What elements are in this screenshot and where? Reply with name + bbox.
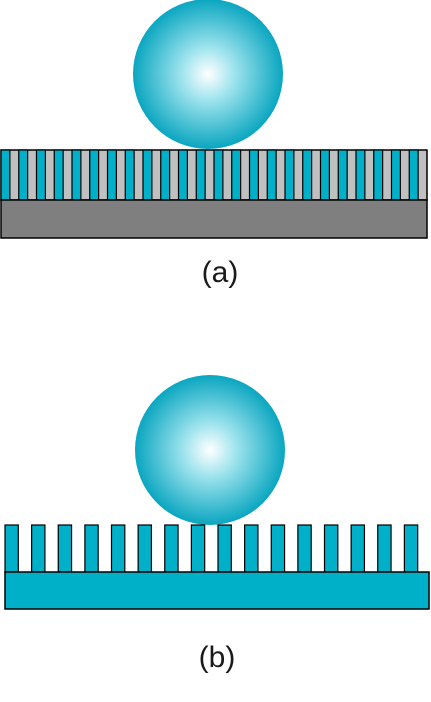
panel-b-pillar bbox=[297, 524, 312, 573]
panel-b-pillar bbox=[323, 524, 339, 573]
panel-a: (a) bbox=[0, 0, 428, 289]
panel-a-pillar bbox=[18, 149, 29, 201]
panel-b-pillar bbox=[164, 524, 179, 573]
panel-b-pillar bbox=[84, 524, 99, 573]
panel-b-pillar bbox=[31, 524, 46, 573]
panel-a-pillar bbox=[177, 149, 188, 201]
panel-b-pillar bbox=[110, 524, 126, 573]
panel-b-pillar bbox=[270, 524, 286, 573]
panel-a-pillar bbox=[35, 149, 46, 201]
panel-a-pillar bbox=[390, 149, 401, 201]
panel-a-pillar bbox=[106, 149, 117, 201]
panel-a-pillar bbox=[355, 149, 366, 201]
panel-b-pillar bbox=[57, 524, 73, 573]
panel-b-pillar bbox=[244, 524, 259, 573]
panel-a-pillar bbox=[160, 149, 171, 201]
panel-a-pillar bbox=[248, 149, 259, 201]
panel-a-pillar bbox=[337, 149, 348, 201]
droplet-b bbox=[135, 375, 285, 525]
panel-b-pillar bbox=[190, 524, 206, 573]
substrate-a bbox=[0, 199, 428, 239]
pillar-array-b bbox=[4, 524, 419, 573]
droplet-a bbox=[133, 0, 283, 149]
panel-b: (b) bbox=[4, 375, 430, 674]
panel-a-pillar bbox=[373, 149, 384, 201]
panel-a-pillar bbox=[231, 149, 242, 201]
panel-a-pillar bbox=[0, 149, 11, 201]
panel-b-pillar bbox=[377, 524, 392, 573]
panel-b-pillar bbox=[403, 524, 419, 573]
panel-a-pillar bbox=[408, 149, 419, 201]
panel-b-pillar bbox=[137, 524, 153, 573]
label-a: (a) bbox=[202, 256, 239, 289]
panel-a-pillar bbox=[284, 149, 295, 201]
panel-a-pillar bbox=[195, 149, 206, 201]
panel-a-pillar bbox=[71, 149, 82, 201]
panel-a-pillar bbox=[89, 149, 100, 201]
panel-a-pillar bbox=[53, 149, 64, 201]
panel-a-pillar bbox=[302, 149, 313, 201]
panel-b-pillar bbox=[4, 524, 19, 573]
panel-b-pillar bbox=[350, 524, 366, 573]
panel-a-pillar bbox=[319, 149, 330, 201]
panel-a-pillar bbox=[142, 149, 153, 201]
substrate-b bbox=[4, 571, 430, 610]
panel-a-pillar bbox=[266, 149, 277, 201]
panel-a-pillar bbox=[124, 149, 135, 201]
label-b: (b) bbox=[199, 641, 236, 674]
panel-b-pillar bbox=[217, 524, 232, 573]
pillar-array-a bbox=[0, 149, 428, 201]
panel-a-pillar bbox=[213, 149, 224, 201]
